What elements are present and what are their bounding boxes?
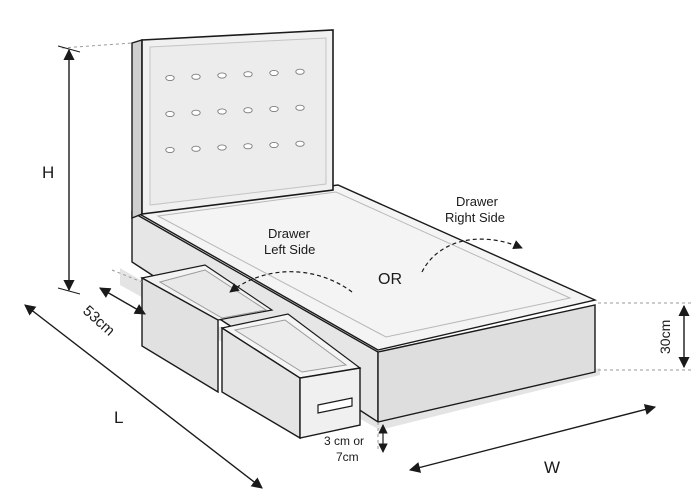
depth-label: 53cm — [79, 302, 118, 339]
drawer-left-label-line2: Left Side — [264, 242, 315, 257]
tuft-button-icon — [165, 110, 175, 118]
headboard-buttons — [165, 68, 305, 154]
length-dimension-line — [24, 304, 263, 489]
tuft-button-icon — [243, 71, 253, 78]
tuft-button-icon — [295, 68, 305, 75]
clearance-label-line1: 3 cm or — [324, 434, 364, 448]
tuft-button-icon — [165, 74, 175, 82]
width-label: W — [544, 458, 560, 477]
drawer-right-label-line1: Drawer — [456, 194, 499, 209]
tuft-button-icon — [191, 145, 201, 152]
tuft-button-icon — [191, 109, 201, 116]
length-label: L — [114, 408, 123, 427]
tuft-button-icon — [295, 140, 305, 147]
or-label: OR — [378, 271, 402, 288]
clearance-label-line2: 7cm — [336, 450, 359, 464]
tuft-button-icon — [269, 69, 279, 77]
height-label: H — [42, 163, 54, 182]
drawer-right-arrow — [421, 238, 523, 273]
drawer-left-arrow — [229, 271, 353, 293]
tuft-button-icon — [191, 73, 201, 80]
drawer-right-label-line2: Right Side — [445, 210, 505, 225]
headboard-inset — [149, 37, 327, 206]
tuft-button-icon — [217, 108, 227, 115]
tuft-button-icon — [295, 104, 305, 111]
tuft-button-icon — [217, 72, 227, 79]
tuft-button-icon — [269, 141, 279, 149]
drawer-handle-icon — [317, 397, 353, 414]
height-tick-bottom — [57, 287, 81, 295]
base-foot-end — [377, 304, 596, 423]
height-tick-top — [57, 45, 81, 53]
width-dimension-line — [408, 404, 657, 473]
extension-lines — [61, 42, 692, 452]
base-height-label: 30cm — [657, 320, 673, 354]
tuft-button-icon — [243, 107, 253, 114]
tuft-button-icon — [217, 144, 227, 151]
tuft-button-icon — [243, 143, 253, 150]
headboard-side — [131, 39, 143, 220]
drawer-left-label-line1: Drawer — [268, 226, 311, 241]
mattress-inner — [156, 191, 572, 338]
tuft-button-icon — [165, 146, 175, 154]
tuft-button-icon — [269, 105, 279, 113]
